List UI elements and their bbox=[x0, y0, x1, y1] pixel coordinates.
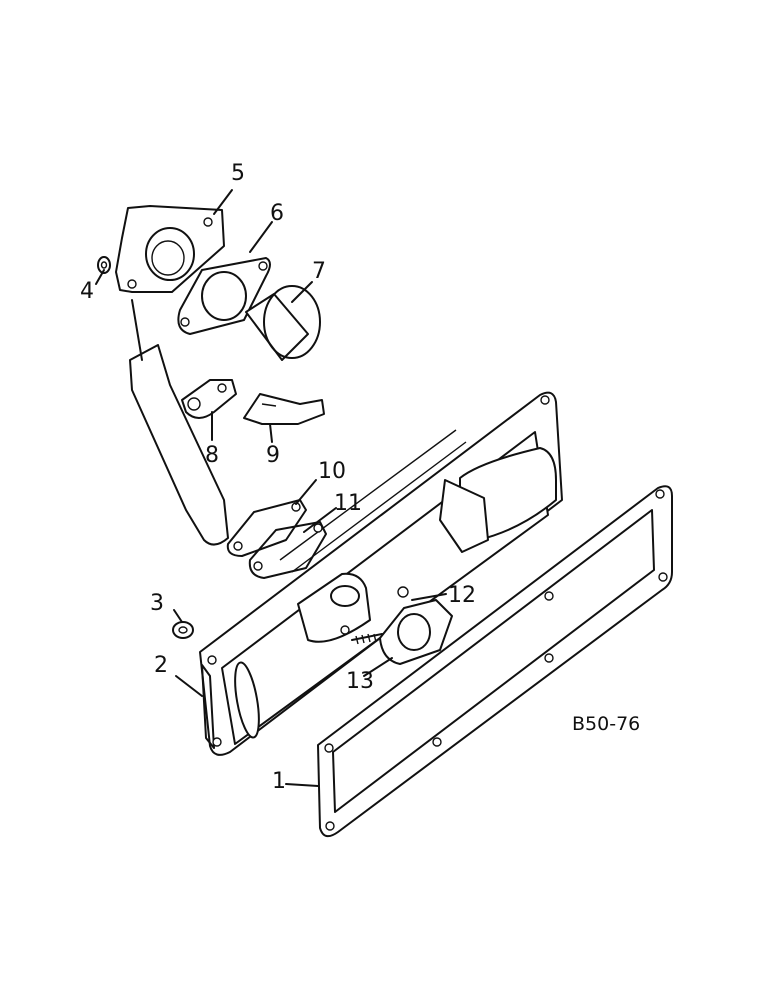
callout-9: 9 bbox=[266, 443, 280, 468]
callout-1: 1 bbox=[272, 769, 286, 794]
leader-lines bbox=[95, 189, 447, 787]
part-11-baffle-gasket bbox=[248, 521, 327, 579]
part-5-breather-pipe bbox=[115, 205, 229, 546]
callout-12: 12 bbox=[448, 583, 476, 608]
callout-10: 10 bbox=[318, 459, 346, 484]
callout-5: 5 bbox=[231, 161, 245, 186]
leader-4 bbox=[95, 269, 105, 285]
callout-4: 4 bbox=[80, 279, 94, 304]
callout-6: 6 bbox=[270, 201, 284, 226]
callout-11: 11 bbox=[334, 491, 362, 516]
leader-10 bbox=[295, 479, 317, 505]
reference-code: B50-76 bbox=[572, 713, 640, 735]
callout-2: 2 bbox=[154, 653, 168, 678]
callout-13: 13 bbox=[346, 669, 374, 694]
part-7-filter-element bbox=[245, 285, 321, 361]
leader-9 bbox=[269, 423, 273, 443]
leader-3 bbox=[173, 609, 183, 623]
part-1-cover-gasket bbox=[317, 485, 673, 838]
part-9-bracket bbox=[243, 393, 325, 425]
callout-3: 3 bbox=[150, 591, 164, 616]
leader-5 bbox=[213, 189, 233, 215]
leader-12 bbox=[411, 593, 447, 601]
leader-1 bbox=[285, 783, 319, 787]
callout-8: 8 bbox=[205, 443, 219, 468]
leader-13 bbox=[363, 657, 393, 677]
part-3-washer bbox=[172, 621, 194, 639]
leader-6 bbox=[249, 221, 273, 253]
part-13-filler-flange bbox=[351, 599, 453, 665]
part-10-baffle-plate bbox=[226, 499, 307, 557]
part-6-flange-gasket bbox=[177, 257, 271, 335]
leader-2 bbox=[175, 675, 203, 697]
callout-7: 7 bbox=[312, 259, 326, 284]
leader-11 bbox=[303, 507, 337, 533]
part-8-clip bbox=[181, 379, 237, 419]
part-4-small-washer bbox=[97, 256, 111, 274]
leader-7 bbox=[291, 281, 313, 303]
part-2-rocker-cover bbox=[199, 391, 563, 756]
callout-labels: 1 2 3 4 5 6 7 8 9 10 11 12 13 bbox=[80, 161, 476, 794]
